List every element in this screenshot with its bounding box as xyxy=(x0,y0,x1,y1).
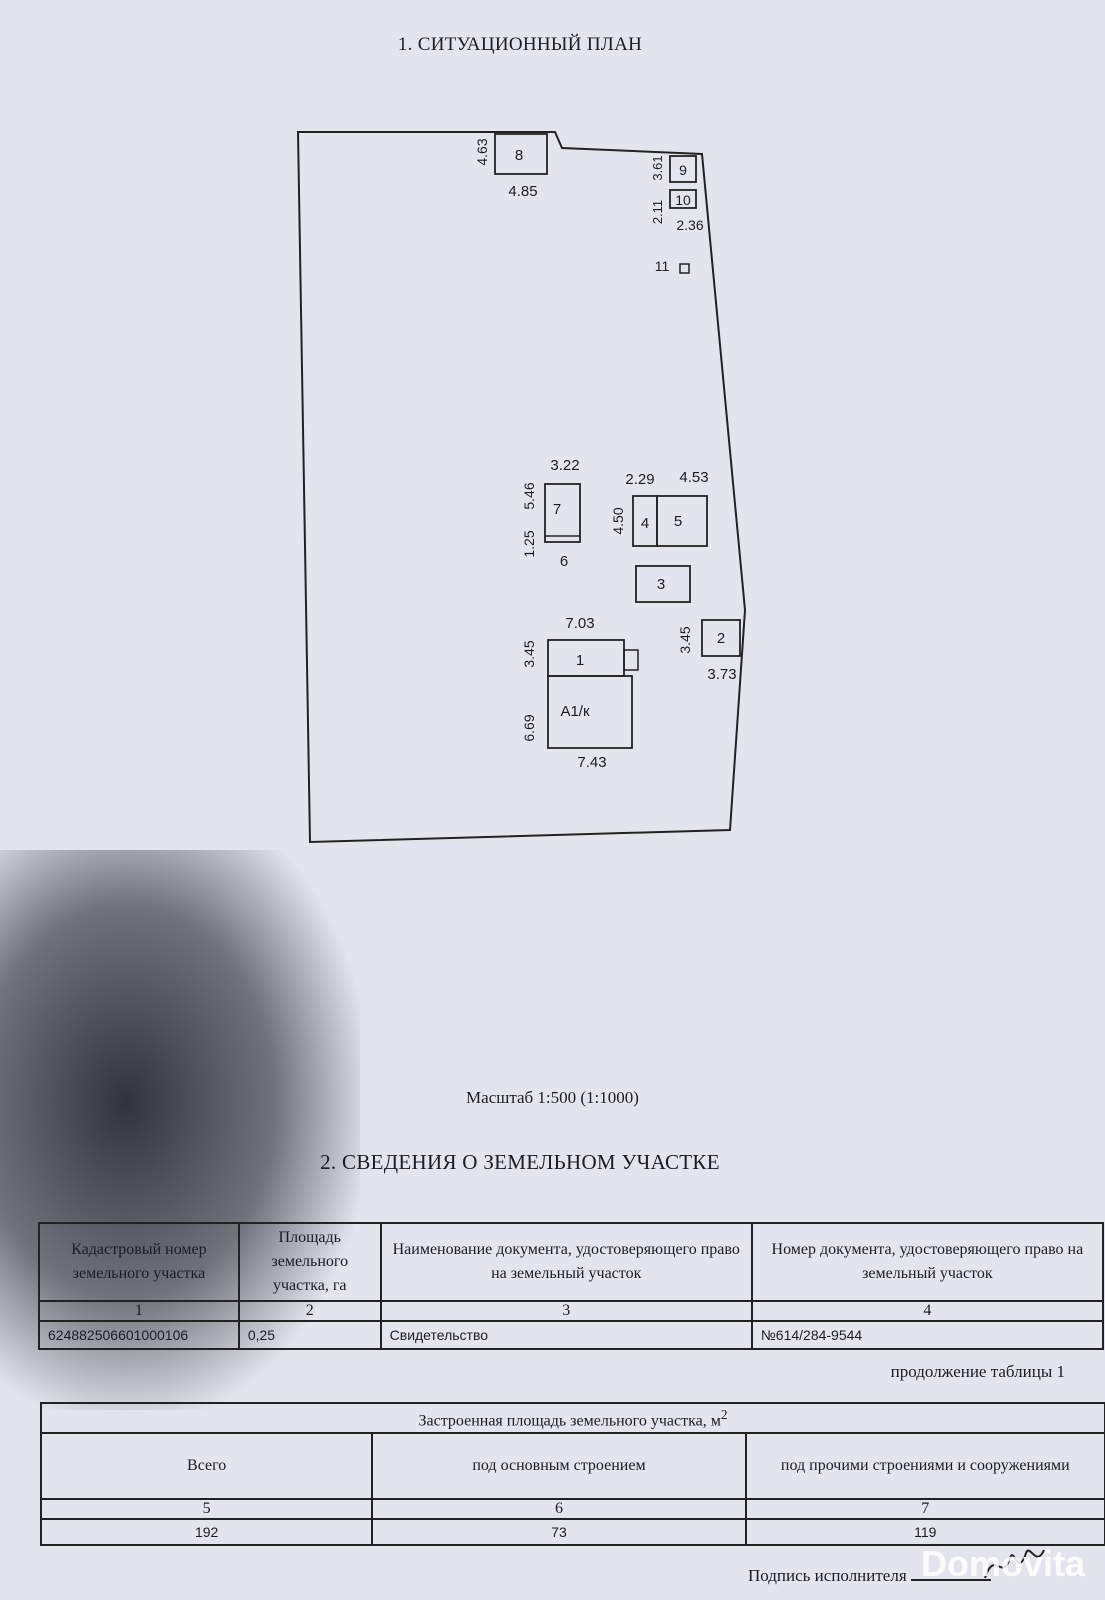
table2-num: 7 xyxy=(744,1498,1105,1521)
continuation-label: продолжение таблицы 1 xyxy=(890,1362,1065,1381)
building-11 xyxy=(679,263,690,274)
table1-header-doc-name: Наименование документа, удостоверяющего … xyxy=(379,1222,753,1302)
building-5 xyxy=(656,495,708,547)
building-7 xyxy=(544,483,581,543)
table2-num: 6 xyxy=(371,1498,747,1521)
building-11-label: 11 xyxy=(655,258,670,274)
dim-4-85: 4.85 xyxy=(508,183,537,200)
built-area-table: Застроенная площадь земельного участка, … xyxy=(39,1401,1105,1547)
table1-num: 2 xyxy=(237,1300,382,1322)
dim-1-25: 1.25 xyxy=(521,530,537,557)
building-4-label: 4 xyxy=(641,515,649,532)
section2-title: 2. СВЕДЕНИЯ О ЗЕМЕЛЬНОМ УЧАСТКЕ xyxy=(320,1150,720,1174)
dim-6: 6 xyxy=(560,553,568,570)
building-3 xyxy=(635,565,691,603)
dim-7-03: 7.03 xyxy=(565,615,594,632)
building-8-label: 8 xyxy=(515,147,523,164)
building-3-label: 3 xyxy=(657,576,665,593)
dim-2-29: 2.29 xyxy=(625,471,654,488)
table2-header-main: под основным строением xyxy=(371,1432,747,1501)
table1-header-cadastral: Кадастровый номер земельного участка xyxy=(38,1222,240,1302)
table2-num: 5 xyxy=(39,1498,374,1521)
dim-5-46: 5.46 xyxy=(521,482,537,509)
building-a1k-label: А1/к xyxy=(560,703,590,720)
table2-other-value: 119 xyxy=(744,1518,1105,1547)
table1-num: 4 xyxy=(750,1300,1105,1322)
dim-4-50: 4.50 xyxy=(610,507,626,534)
table2-header-total: Всего xyxy=(39,1432,374,1501)
table1-num: 1 xyxy=(38,1300,240,1322)
dim-2-36: 2.36 xyxy=(676,217,703,233)
dim-3-22: 3.22 xyxy=(550,457,579,474)
building-2-label: 2 xyxy=(717,630,725,647)
table2-main-value: 73 xyxy=(371,1518,747,1547)
building-5-label: 5 xyxy=(674,513,682,530)
dim-3-73: 3.73 xyxy=(707,666,736,683)
building-1-label: 1 xyxy=(576,652,584,669)
building-2 xyxy=(701,619,741,657)
table1-num: 3 xyxy=(379,1300,753,1322)
section1-title: 1. СИТУАЦИОННЫЙ ПЛАН xyxy=(397,34,643,55)
dim-4-53: 4.53 xyxy=(679,469,708,486)
dim-3-61: 3.61 xyxy=(650,155,665,180)
handwritten-signature xyxy=(984,1549,1045,1579)
building-9-label: 9 xyxy=(679,162,687,178)
table2-top-header: Застроенная площадь земельного участка, … xyxy=(40,1401,1105,1435)
signature-label: Подпись исполнителя xyxy=(748,1566,907,1585)
table1-doc-name-value: Свидетельство xyxy=(379,1320,753,1350)
watermark: Domovita xyxy=(920,1543,1085,1584)
table1-area-value: 0,25 xyxy=(237,1320,382,1350)
building-a1k xyxy=(547,675,633,749)
building-10 xyxy=(669,189,697,209)
building-7-label: 7 xyxy=(553,501,561,518)
table1-doc-number-value: №614/284-9544 xyxy=(750,1320,1105,1350)
dim-3-45-b: 3.45 xyxy=(677,626,693,653)
table1-header-area: Площадь земельного участка, га xyxy=(237,1222,382,1302)
dim-2-11: 2.11 xyxy=(650,200,665,224)
building-9 xyxy=(669,155,697,183)
dim-7-43: 7.43 xyxy=(577,754,606,771)
building-1-porch xyxy=(623,649,639,671)
table1-header-doc-number: Номер документа, удостоверяющего право н… xyxy=(750,1222,1105,1302)
table2-total-value: 192 xyxy=(39,1518,374,1547)
parcel-table: Кадастровый номер земельного участка Пло… xyxy=(38,1222,1105,1350)
scale-label: Масштаб 1:500 (1:1000) xyxy=(466,1088,639,1107)
table1-cadastral-value: 624882506601000106 xyxy=(38,1320,240,1350)
building-1 xyxy=(547,639,625,677)
table2-header-other: под прочими строениями и сооружениями xyxy=(744,1432,1105,1501)
building-8 xyxy=(494,133,548,175)
parcel-boundary xyxy=(296,131,747,844)
situation-plan: 8 4.63 4.85 9 10 3.61 2.11 2.36 11 7 3.2… xyxy=(296,131,747,844)
dim-4-63: 4.63 xyxy=(474,138,490,165)
dim-3-45-a: 3.45 xyxy=(521,640,537,667)
signature-line: Подпись исполнителя xyxy=(748,1566,991,1586)
dim-6-69: 6.69 xyxy=(521,714,537,741)
building-10-label: 10 xyxy=(675,192,691,208)
